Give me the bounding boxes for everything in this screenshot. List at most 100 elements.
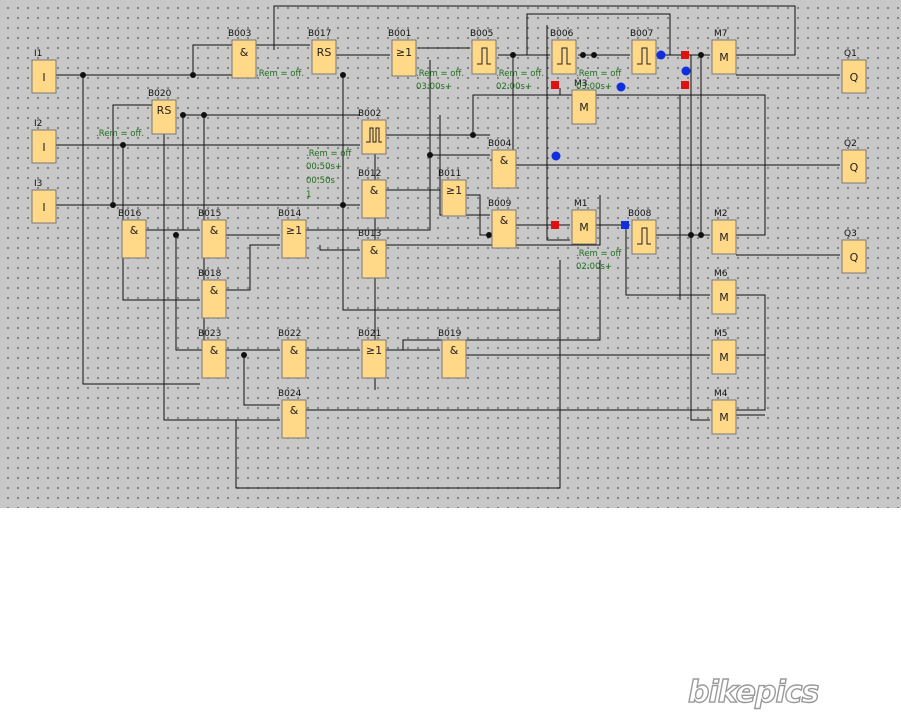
block-b003[interactable]: B003 & <box>228 29 257 79</box>
svg-text:B015: B015 <box>198 209 221 219</box>
svg-text:B018: B018 <box>198 269 222 279</box>
svg-text:I: I <box>42 71 45 84</box>
svg-text:M: M <box>719 351 729 364</box>
note-rem-b005: .Rem = off. <box>496 69 544 79</box>
svg-text:&: & <box>370 244 379 257</box>
svg-text:RS: RS <box>317 46 332 59</box>
svg-text:M: M <box>719 51 729 64</box>
svg-text:B005: B005 <box>470 29 493 39</box>
block-b006[interactable]: B006 <box>550 29 577 75</box>
block-i2[interactable]: I2 I <box>31 119 57 164</box>
block-b019[interactable]: B019 & <box>438 329 467 379</box>
red-marker <box>551 81 559 89</box>
note-rem-b002: .Rem = off <box>306 149 352 159</box>
svg-text:Q: Q <box>850 161 859 174</box>
red-marker <box>551 221 559 229</box>
svg-text:M6: M6 <box>714 269 728 279</box>
svg-text:I: I <box>42 201 45 214</box>
svg-text:&: & <box>210 224 219 237</box>
svg-text:M1: M1 <box>574 199 588 209</box>
block-b009[interactable]: B009 & <box>488 199 517 249</box>
svg-text:B004: B004 <box>488 139 512 149</box>
block-b024[interactable]: B024 & <box>278 389 307 439</box>
block-b012[interactable]: B012 & <box>358 169 387 219</box>
block-b021[interactable]: B021 ≥1 <box>358 329 387 379</box>
svg-text:B020: B020 <box>148 89 172 99</box>
svg-text:≥1: ≥1 <box>396 46 412 59</box>
block-m7[interactable]: M7 M <box>711 29 737 75</box>
block-b007[interactable]: B007 <box>630 29 657 75</box>
svg-text:M5: M5 <box>714 329 728 339</box>
svg-text:B003: B003 <box>228 29 251 39</box>
block-i1[interactable]: I1 I <box>31 49 57 94</box>
svg-text:B023: B023 <box>198 329 221 339</box>
block-m2[interactable]: M2 M <box>711 209 737 255</box>
block-q1[interactable]: Q1 Q <box>841 49 867 94</box>
svg-text:B008: B008 <box>628 209 652 219</box>
block-i3[interactable]: I3 I <box>31 179 57 224</box>
block-b008[interactable]: B008 <box>628 209 657 255</box>
note-time-b007: 03:00s+ <box>576 82 612 92</box>
block-b020[interactable]: B020 RS <box>148 89 177 135</box>
svg-text:M: M <box>719 411 729 424</box>
timer-pulse-icon <box>637 47 651 65</box>
svg-text:I1: I1 <box>34 49 42 59</box>
svg-text:B001: B001 <box>388 29 411 39</box>
svg-text:≥1: ≥1 <box>366 344 382 357</box>
svg-text:&: & <box>450 344 459 357</box>
svg-text:B006: B006 <box>550 29 574 39</box>
note-time2-b002: 00:50s <box>306 176 335 186</box>
block-b018[interactable]: B018 & <box>198 269 227 319</box>
note-time-b005: 02:00s+ <box>496 82 532 92</box>
block-b017[interactable]: B017 RS <box>308 29 337 75</box>
blue-marker <box>681 66 691 76</box>
svg-text:&: & <box>500 214 509 227</box>
block-b016[interactable]: B016 & <box>118 209 147 259</box>
note-rem-b001: .Rem = off. <box>416 69 464 79</box>
block-m3[interactable]: M3 M <box>571 79 597 125</box>
block-q2[interactable]: Q2 Q <box>841 139 867 184</box>
block-b013[interactable]: B013 & <box>358 229 387 279</box>
wires <box>56 5 840 489</box>
svg-text:B002: B002 <box>358 109 381 119</box>
svg-text:≥1: ≥1 <box>446 184 462 197</box>
svg-text:&: & <box>130 224 139 237</box>
svg-text:I2: I2 <box>34 119 42 129</box>
svg-text:&: & <box>240 46 249 59</box>
block-b004[interactable]: B004 & <box>488 139 517 189</box>
logic-diagram: I1 I I2 I I3 I B003 & B017 RS B001 ≥1 B0… <box>31 5 867 489</box>
blue-marker <box>551 151 561 161</box>
blocks: I1 I I2 I I3 I B003 & B017 RS B001 ≥1 B0… <box>31 29 867 439</box>
svg-text:≥1: ≥1 <box>286 224 302 237</box>
block-b011[interactable]: B011 ≥1 <box>438 169 467 217</box>
svg-text:&: & <box>370 184 379 197</box>
parameter-notes: .Rem = off. .Rem = off. 03:00s+ .Rem = o… <box>96 69 622 272</box>
block-m6[interactable]: M6 M <box>711 269 737 315</box>
note-rem-b020: .Rem = off. <box>96 129 144 139</box>
pulse-generator-icon <box>366 127 382 143</box>
block-b002[interactable]: B002 <box>358 109 387 155</box>
svg-text:Q3: Q3 <box>844 229 857 239</box>
note-time1-b002: 00:50s+ <box>306 162 342 172</box>
svg-text:Q1: Q1 <box>844 49 857 59</box>
svg-text:B016: B016 <box>118 209 142 219</box>
block-m4[interactable]: M4 M <box>711 389 737 435</box>
svg-text:M2: M2 <box>714 209 728 219</box>
bikepics-logo: bikepics <box>687 674 820 710</box>
block-b022[interactable]: B022 & <box>278 329 307 379</box>
block-b023[interactable]: B023 & <box>198 329 227 379</box>
svg-text:I3: I3 <box>34 179 42 189</box>
block-b001[interactable]: B001 ≥1 <box>388 29 417 77</box>
block-q3[interactable]: Q3 Q <box>841 229 867 274</box>
note-count-b002: 1 <box>306 190 311 200</box>
block-b014[interactable]: B014 ≥1 <box>278 209 307 259</box>
svg-text:B021: B021 <box>358 329 381 339</box>
note-rem-b003: .Rem = off. <box>256 69 304 79</box>
block-m1[interactable]: M1 M <box>571 199 597 245</box>
block-b005[interactable]: B005 <box>470 29 497 75</box>
red-marker <box>681 81 689 89</box>
block-m5[interactable]: M5 M <box>711 329 737 375</box>
timer-pulse-icon <box>477 47 491 65</box>
block-b015[interactable]: B015 & <box>198 209 227 259</box>
svg-text:RS: RS <box>157 104 172 117</box>
